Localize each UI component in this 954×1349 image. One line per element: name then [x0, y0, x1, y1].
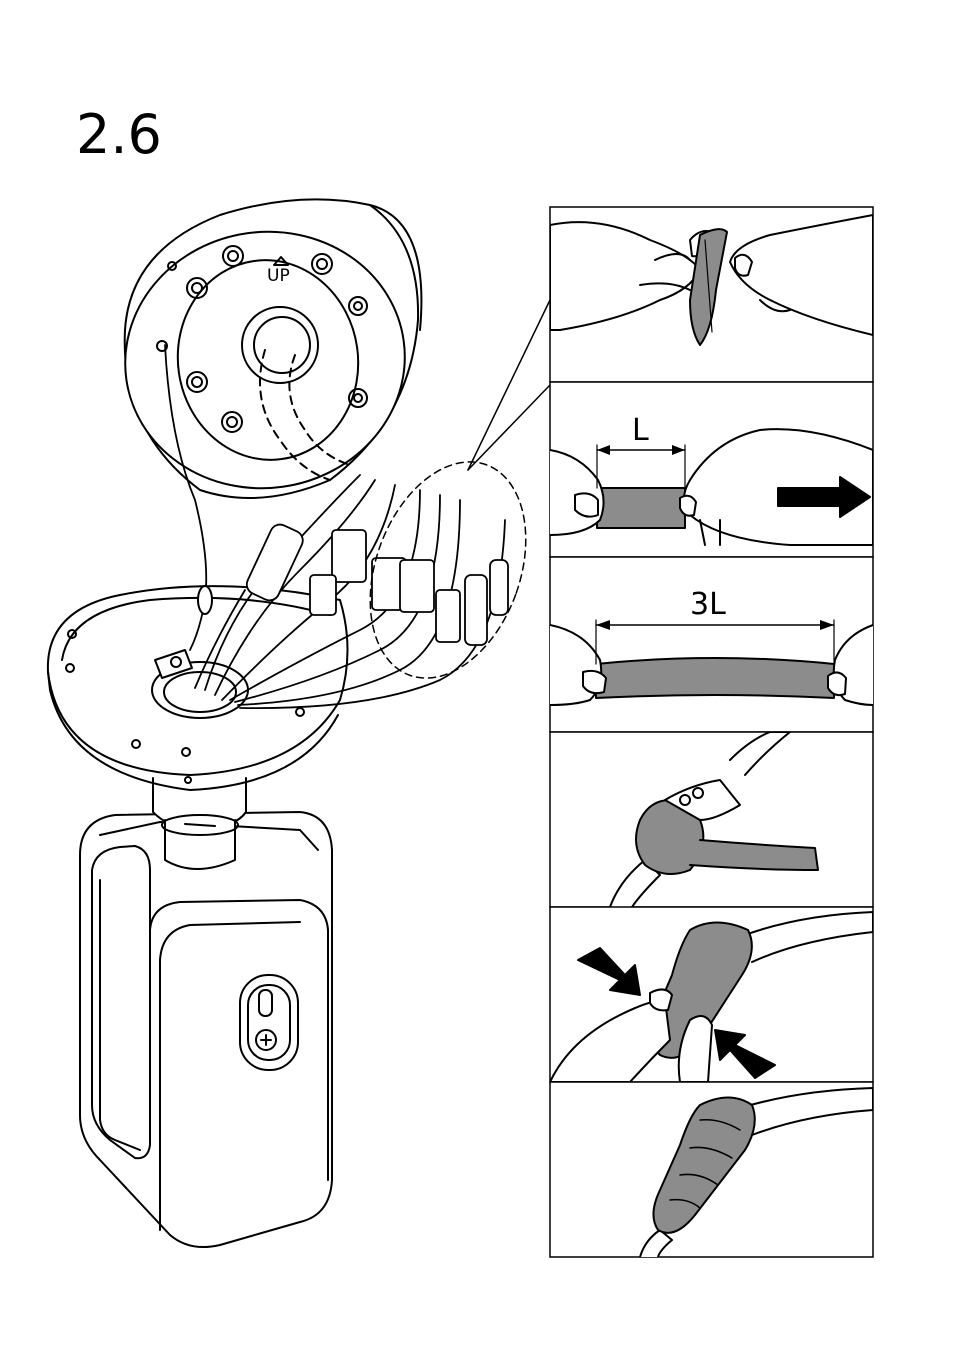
tape-unstretched [597, 488, 685, 528]
terminal-block-4 [436, 590, 460, 642]
up-orientation-mark: UP [267, 266, 290, 286]
camera-body [80, 812, 332, 1247]
terminal-block-1 [332, 530, 366, 582]
mounting-base-plate [48, 586, 348, 790]
camera-neck [153, 778, 246, 869]
panel-peel-tape [550, 207, 873, 382]
back-box [109, 199, 422, 506]
terminal-block-3 [400, 560, 434, 612]
panel-press-tape [550, 907, 873, 1082]
panel-stretch-start: L [550, 382, 873, 557]
rca-connector [465, 575, 487, 645]
callout-line-bottom [468, 385, 550, 470]
measure-label-l: L [632, 413, 649, 448]
power-connector [244, 521, 307, 603]
panel-wrap-connector [550, 732, 873, 907]
panel-finished-seal [550, 1082, 873, 1257]
measure-label-3l: 3L [690, 587, 726, 622]
tape-stretched [596, 658, 834, 698]
camera-assembly: UP [48, 199, 554, 1247]
detail-callout-ellipse [342, 440, 554, 700]
callout-line-top [468, 300, 550, 470]
panel-stretch-end: 3L [550, 557, 873, 732]
